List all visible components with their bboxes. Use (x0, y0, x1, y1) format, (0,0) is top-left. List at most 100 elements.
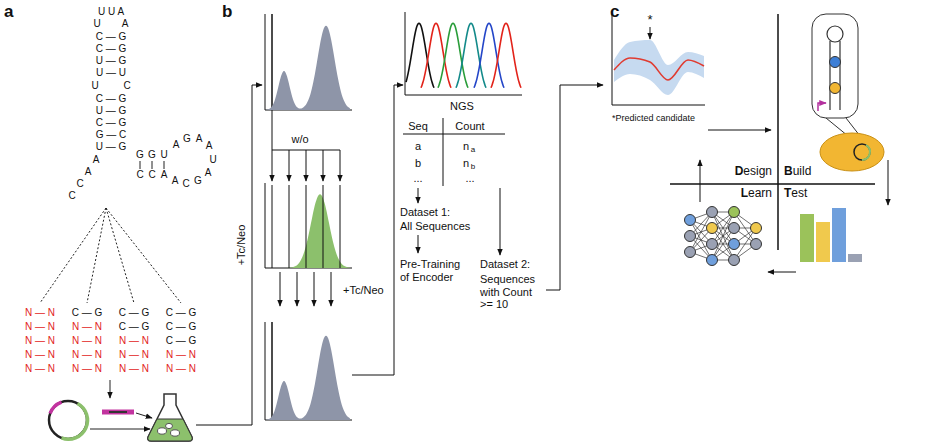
annotation-text: Seq (408, 120, 428, 133)
culture-medium (148, 419, 192, 441)
plasmid (854, 144, 870, 160)
nucleotide-label: C — G (166, 307, 197, 319)
bin-line (272, 185, 273, 268)
network-neuron (729, 223, 740, 234)
nucleotide-label: U — G (96, 55, 127, 67)
flow-arrow (110, 380, 111, 398)
nucleotide-label: C (136, 169, 143, 181)
library-fan-line (106, 208, 181, 303)
base-pair-bond (164, 161, 165, 169)
sorting-arrow (280, 272, 281, 306)
nucleotide-label: C — G (119, 321, 150, 333)
annotation-text: w/o (291, 133, 308, 146)
nucleotide-label: U U A (98, 6, 124, 18)
randomized-nucleotide-pair: N — N (119, 349, 149, 361)
table-rule (443, 118, 444, 186)
nucleotide-label: C (123, 80, 130, 92)
cycle-arrow (700, 160, 701, 202)
candidate-marker: * (647, 13, 652, 28)
annotation-text: ... (413, 172, 422, 185)
network-connection (712, 212, 734, 260)
sequencing-arrow (352, 85, 403, 375)
insert-fragment (109, 411, 127, 413)
library-fan-line (106, 208, 134, 303)
nucleotide-label: U — G (96, 105, 127, 117)
sequencing-peak (406, 23, 434, 88)
network-neuron (729, 207, 740, 218)
base-pair-bond (140, 161, 141, 169)
nucleotide-label: C (148, 169, 155, 181)
sorting-arrow (314, 272, 315, 306)
nucleotide-label: A (93, 154, 100, 166)
sorting-arrow (297, 272, 298, 306)
nucleotide-label: U (91, 80, 98, 92)
cycle-arrow (768, 272, 796, 273)
annotation-text: +Tc/Neo (343, 284, 384, 297)
distribution-area (266, 194, 350, 268)
histogram-axis (265, 14, 352, 110)
annotation-text: ... (465, 172, 474, 185)
annotation-text: NGS (450, 100, 474, 113)
flow-arrow (90, 429, 150, 430)
flow-arrow (418, 188, 419, 203)
sorting-arrow (289, 150, 290, 181)
annotation-text: n (463, 140, 469, 153)
nucleotide-label: U (160, 149, 167, 161)
nucleotide-label: C (182, 178, 189, 190)
nucleotide-label: C — G (72, 307, 103, 319)
aptamer-site (830, 83, 841, 94)
nucleotide-label: U — G (96, 141, 127, 153)
plasmid-insert-arc (50, 402, 61, 413)
nucleotide-label: C — G (119, 307, 150, 319)
subscript-text: b (471, 162, 475, 171)
subscript-text: a (471, 145, 475, 154)
distribution-area (266, 336, 350, 420)
nucleotide-label: A (85, 166, 92, 178)
nucleotide-label: G (136, 149, 144, 161)
gate-line (271, 322, 273, 420)
nucleotide-label: C (76, 178, 83, 190)
cycle-arrow (888, 160, 889, 205)
candidate-arrow (650, 27, 651, 39)
library-fan-line (87, 208, 106, 303)
network-neuron (729, 239, 740, 250)
panel-letter: a (4, 2, 13, 22)
randomized-nucleotide-pair: N — N (25, 349, 55, 361)
zoom-callout (812, 14, 858, 118)
sorting-arrow (323, 150, 324, 181)
cycle-phase-label: Design (735, 165, 772, 179)
sequencing-peak (491, 23, 521, 88)
flow-arrow (136, 413, 152, 418)
bar (848, 254, 862, 262)
flow-arrow (500, 188, 501, 255)
network-neuron (707, 239, 718, 250)
nucleotide-label: G (194, 175, 202, 187)
randomized-nucleotide-pair: N — N (72, 321, 102, 333)
cycle-divider (777, 14, 779, 250)
distribution-area (266, 26, 350, 110)
randomized-nucleotide-pair: N — N (25, 307, 55, 319)
nucleotide-label: C — G (96, 117, 127, 129)
sorting-line (272, 110, 340, 150)
randomized-nucleotide-pair: N — N (72, 349, 102, 361)
sorting-arrow (306, 150, 307, 181)
panel-letter: c (610, 2, 619, 22)
nucleotide-label: C — G (96, 93, 127, 105)
flow-arrow (546, 85, 603, 290)
bin-line (289, 185, 290, 268)
aptamer-site (830, 57, 841, 68)
sorting-arrow (340, 150, 341, 181)
nucleotide-label: C — G (166, 321, 197, 333)
randomized-nucleotide-pair: N — N (72, 335, 102, 347)
network-neuron (685, 247, 696, 258)
hairpin-loop (827, 26, 843, 42)
network-neuron (707, 255, 718, 266)
panel-letter: b (222, 2, 232, 22)
yeast-cell (171, 430, 180, 436)
sorting-arrow (331, 272, 332, 306)
nucleotide-label: A (173, 139, 180, 151)
plasmid (49, 401, 87, 439)
annotation-text: Sequences with Count >= 10 (480, 273, 540, 311)
nucleotide-label: A (196, 133, 203, 145)
base-pair-bond (152, 161, 153, 169)
